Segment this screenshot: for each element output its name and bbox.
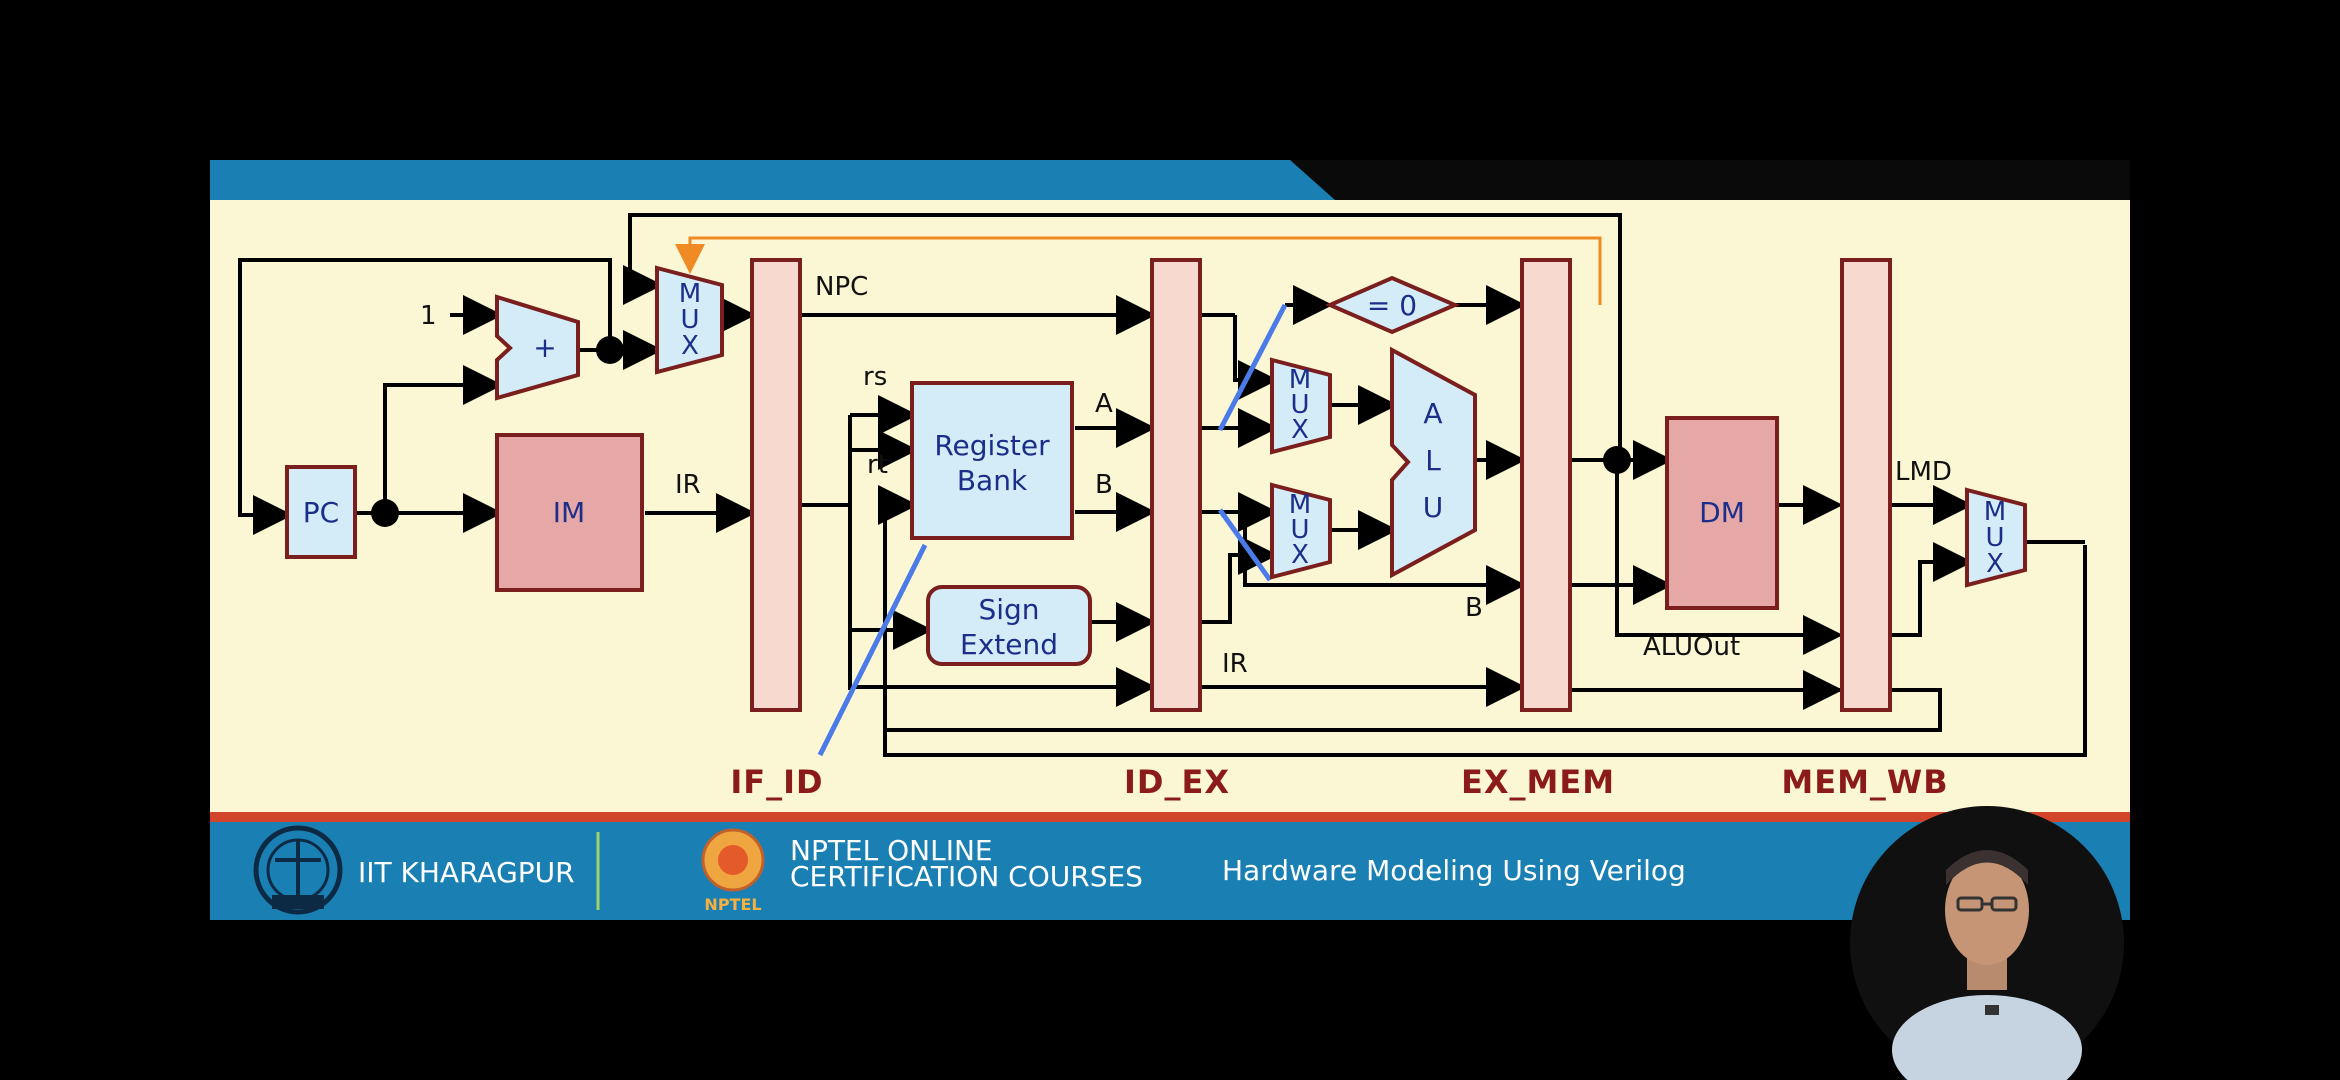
footer-red-stripe — [210, 812, 2130, 822]
svg-text:Register: Register — [934, 429, 1050, 462]
pc-label: PC — [303, 496, 339, 529]
latch-if-id — [752, 260, 800, 710]
label-b-mem: B — [1465, 593, 1483, 623]
svg-text:X: X — [1291, 540, 1309, 570]
wb-mux: M U X — [1967, 490, 2025, 585]
im-block: IM — [497, 435, 642, 590]
svg-text:X: X — [1291, 415, 1309, 445]
svg-text:Bank: Bank — [957, 464, 1028, 497]
stage-id-ex: ID_EX — [1124, 763, 1230, 801]
im-label: IM — [553, 496, 585, 529]
nptel-logo-text: NPTEL — [704, 895, 761, 914]
dm-block: DM — [1667, 418, 1777, 608]
stage-if-id: IF_ID — [730, 763, 823, 801]
latch-ex-mem — [1522, 260, 1570, 710]
nptel-logo-icon: NPTEL — [703, 830, 763, 914]
svg-text:L: L — [1425, 444, 1441, 477]
header-band — [210, 160, 1335, 200]
label-rt: rt — [867, 450, 888, 480]
svg-text:X: X — [1986, 549, 2004, 579]
pc-block: PC — [287, 467, 355, 557]
svg-text:Extend: Extend — [960, 628, 1058, 661]
label-rs: rs — [863, 362, 887, 392]
dm-label: DM — [1699, 496, 1745, 529]
svg-text:A: A — [1423, 397, 1442, 430]
label-aluout: ALUOut — [1643, 632, 1740, 662]
svg-text:U: U — [1423, 491, 1444, 524]
footer-institute: IIT KHARAGPUR — [358, 856, 575, 889]
svg-text:Sign: Sign — [978, 593, 1039, 626]
label-npc: NPC — [815, 272, 868, 302]
label-ir-if: IR — [675, 470, 701, 500]
if-mux: M U X — [657, 268, 722, 372]
header-dark — [1290, 160, 2130, 200]
label-one: 1 — [420, 301, 437, 331]
latch-id-ex — [1152, 260, 1200, 710]
ex-mux-upper: M U X — [1272, 360, 1330, 452]
label-ir-ex: IR — [1222, 649, 1248, 679]
sign-extend-block: Sign Extend — [928, 587, 1090, 664]
footer-course-title: Hardware Modeling Using Verilog — [1222, 854, 1686, 887]
label-lmd: LMD — [1895, 457, 1952, 487]
presenter-video — [1850, 806, 2124, 1080]
iit-logo-icon — [256, 828, 340, 912]
stage-ex-mem: EX_MEM — [1461, 763, 1615, 801]
label-a: A — [1095, 389, 1113, 419]
footer-nptel-line2: CERTIFICATION COURSES — [790, 860, 1143, 893]
svg-text:= 0: = 0 — [1367, 289, 1417, 322]
stage-mem-wb: MEM_WB — [1781, 763, 1948, 801]
ex-mux-lower: M U X — [1272, 485, 1330, 577]
svg-text:X: X — [681, 331, 699, 361]
register-bank-block: Register Bank — [912, 383, 1072, 538]
label-b-id: B — [1095, 470, 1113, 500]
latch-mem-wb — [1842, 260, 1890, 710]
adder-label: + — [533, 331, 556, 364]
